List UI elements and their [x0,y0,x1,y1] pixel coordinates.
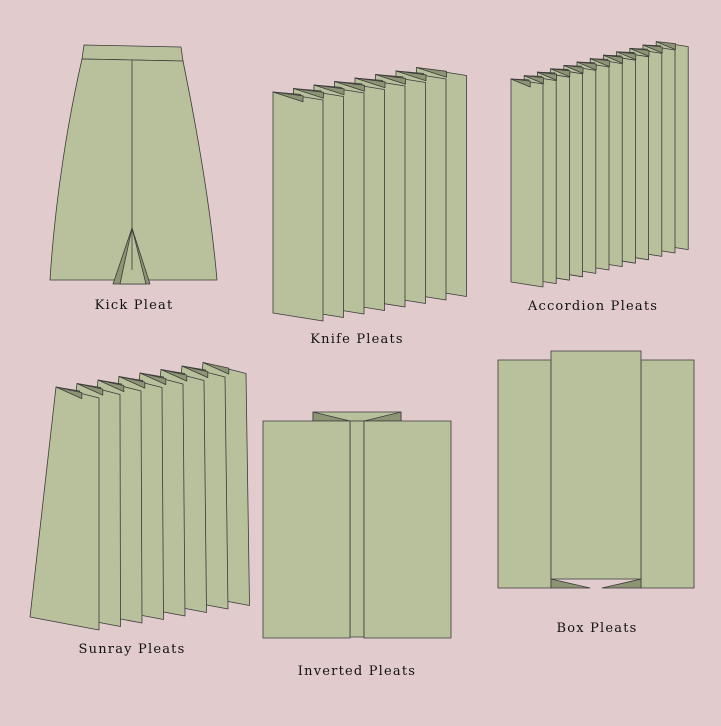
knife-pleat-fold-shadow [375,74,406,85]
inverted-right-panel [363,420,452,639]
box-front-panel [550,350,642,580]
accordion-pleat-fold-shadow [537,71,557,81]
knife-pleat-fold-shadow [334,81,365,92]
inverted-pleats-label: Inverted Pleats [297,664,417,679]
sunray-pleat-fold-shadow [76,383,104,396]
accordion-pleat-panel [510,78,544,288]
box-fold-right [601,578,642,589]
accordion-pleats-illustration [510,41,689,288]
knife-pleat-fold-shadow [293,88,324,99]
accordion-pleat-fold-shadow [510,78,531,88]
accordion-pleat-fold-shadow [629,48,650,57]
accordion-pleat-fold-shadow [603,54,623,64]
sunray-pleats-label: Sunray Pleats [78,642,186,657]
knife-pleats-illustration [272,67,467,322]
box-fold-left [550,578,591,589]
accordion-pleat-fold-shadow [616,51,637,61]
accordion-pleat-fold-shadow [563,65,584,74]
sunray-pleat-fold-shadow [118,376,146,389]
accordion-pleat-fold-shadow [523,75,544,84]
accordion-pleat-fold-shadow [589,58,610,67]
sunray-pleat-fold-shadow [181,365,209,379]
knife-pleat-fold-shadow [395,70,427,82]
sunray-pleats-illustration [29,362,250,631]
accordion-pleat-fold-shadow [576,61,597,71]
knife-pleat-fold-shadow [313,84,345,96]
sunray-pleat-fold-shadow [160,369,188,382]
kick-pleat-skirt [49,44,218,285]
accordion-pleat-fold-shadow [655,41,676,50]
inverted-pleats-illustration [262,411,452,639]
box-pleats-illustration [497,350,695,589]
sunray-pleat-fold-shadow [202,362,230,375]
kick-pleat-label: Kick Pleat [94,298,174,313]
knife-pleat-fold-shadow [354,77,386,89]
box-right-back-panel [640,359,695,589]
sunray-pleat-fold-shadow [97,379,125,393]
knife-pleats-label: Knife Pleats [310,332,404,347]
waistband [81,44,184,62]
box-pleats-label: Box Pleats [556,621,638,636]
inverted-underlay [349,420,365,638]
box-left-back-panel [497,359,552,589]
sunray-pleat-panel [29,386,100,631]
knife-pleat-fold-shadow [272,91,304,103]
accordion-pleats-label: Accordion Pleats [527,299,659,314]
sunray-pleat-fold-shadow [139,372,167,386]
kick-pleat-inner [119,227,147,285]
inverted-left-panel [262,420,351,639]
accordion-pleat-fold-shadow [550,68,571,78]
skirt-body [49,58,218,281]
knife-pleat-panel [272,91,324,322]
knife-pleat-fold-shadow [416,67,447,78]
sunray-pleat-fold-shadow [55,386,83,400]
accordion-pleat-fold-shadow [642,44,663,54]
